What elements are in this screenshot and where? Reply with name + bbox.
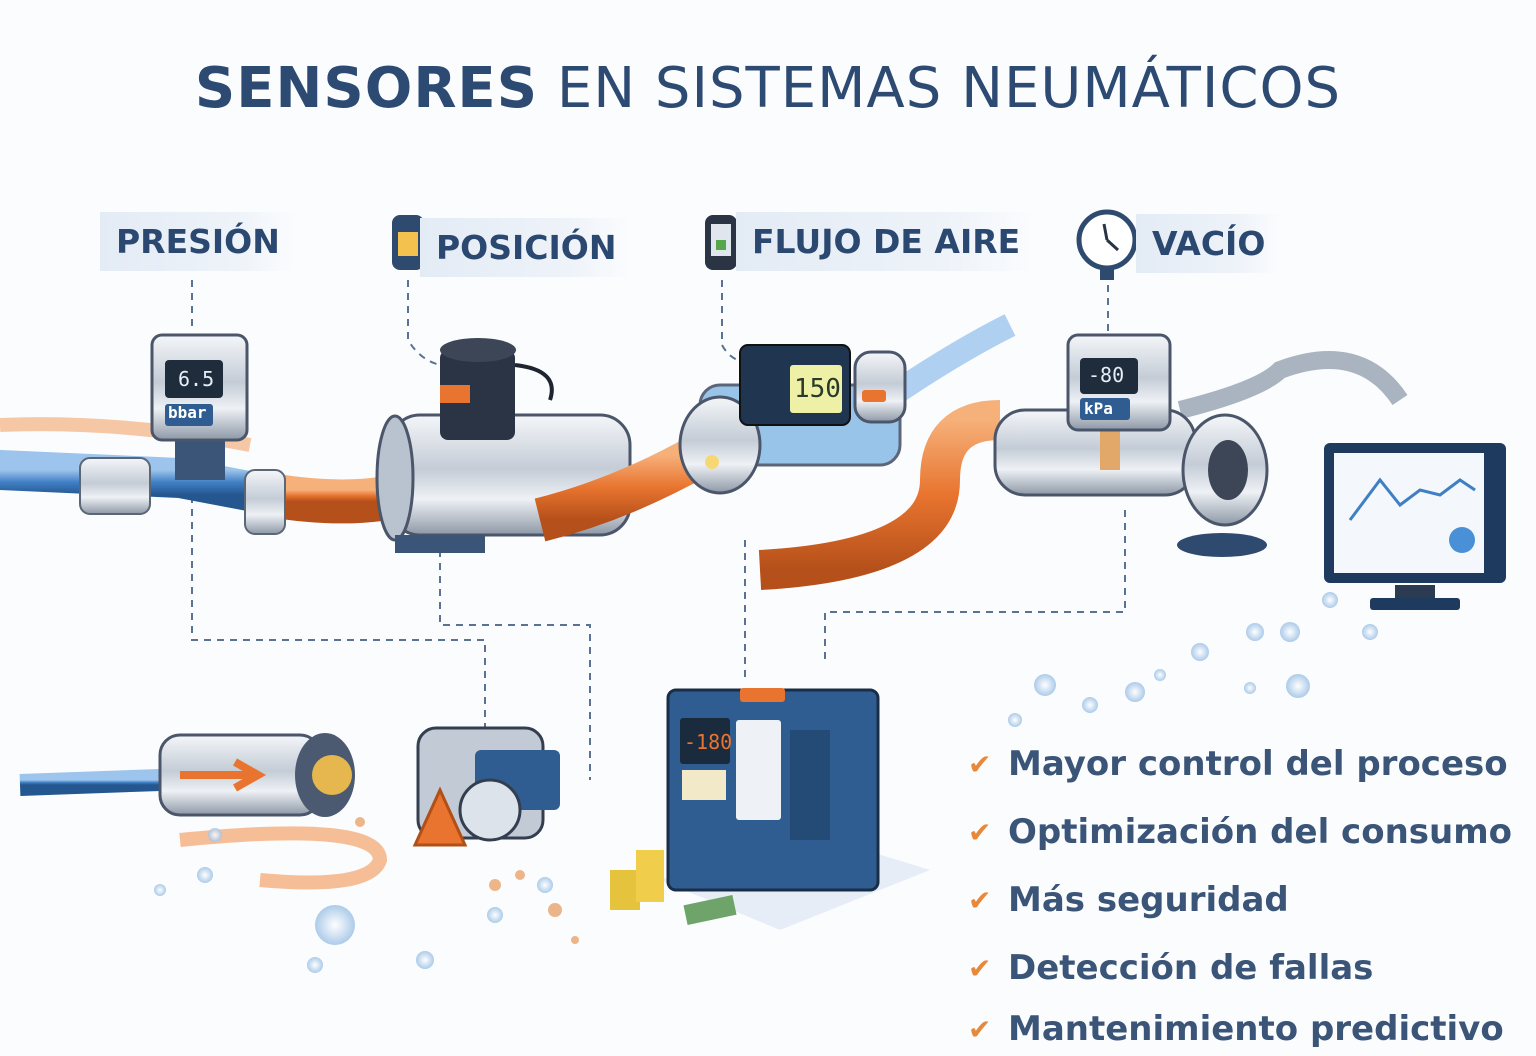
benefit-text: Mayor control del proceso	[1008, 744, 1508, 784]
title-rest: EN SISTEMAS NEUMÁTICOS	[538, 56, 1342, 121]
page-title: SENSORES EN SISTEMAS NEUMÁTICOS	[0, 56, 1536, 121]
benefit-item: ✔ Mayor control del proceso	[968, 730, 1512, 798]
controller-readout: -180	[684, 730, 733, 754]
pressure-sensor	[150, 333, 249, 480]
vacuum-sensor	[993, 333, 1269, 557]
position-sensor-icon	[392, 215, 424, 270]
vacuum-readout: -80	[1088, 363, 1125, 387]
title-bold: SENSORES	[194, 56, 539, 121]
benefit-item: ✔ Optimización del consumo	[968, 798, 1512, 866]
vacuum-unit: kPa	[1084, 399, 1113, 418]
warning-icon	[412, 786, 468, 847]
label-presion: PRESIÓN	[100, 212, 296, 271]
pressure-readout: 6.5	[178, 367, 215, 391]
check-icon: ✔	[968, 1012, 992, 1046]
benefit-item: ✔ Mantenimiento predictivo	[968, 1002, 1512, 1056]
controller-plc	[610, 688, 930, 930]
flow-readout: 150	[794, 374, 841, 404]
flow-meter-icon	[705, 215, 737, 270]
pressure-unit: bbar	[168, 403, 207, 422]
benefit-text: Optimización del consumo	[1008, 812, 1513, 852]
check-icon: ✔	[968, 815, 992, 849]
check-icon: ✔	[968, 883, 992, 917]
label-vacio: VACÍO	[1136, 214, 1282, 273]
monitor-dashboard	[1324, 443, 1506, 610]
flow-sensor	[678, 314, 1016, 495]
actuator-cylinder	[19, 733, 388, 890]
vacuum-gauge-icon	[1076, 209, 1138, 280]
pneumatic-illustration	[0, 209, 1506, 973]
check-icon: ✔	[968, 951, 992, 985]
benefit-text: Detección de fallas	[1008, 948, 1374, 988]
connector-lines	[191, 280, 1126, 780]
valve-unit	[412, 726, 560, 847]
label-flujo-de-aire: FLUJO DE AIRE	[736, 212, 1037, 271]
benefit-item: ✔ Más seguridad	[968, 866, 1512, 934]
air-bubbles	[154, 592, 1378, 973]
benefit-text: Mantenimiento predictivo	[1008, 1009, 1504, 1049]
benefit-text: Más seguridad	[1008, 880, 1289, 920]
benefit-item: ✔ Detección de fallas	[968, 934, 1512, 1002]
benefits-list: ✔ Mayor control del proceso ✔ Optimización…	[968, 730, 1512, 1056]
label-posicion: POSICIÓN	[420, 218, 633, 277]
check-icon: ✔	[968, 747, 992, 781]
